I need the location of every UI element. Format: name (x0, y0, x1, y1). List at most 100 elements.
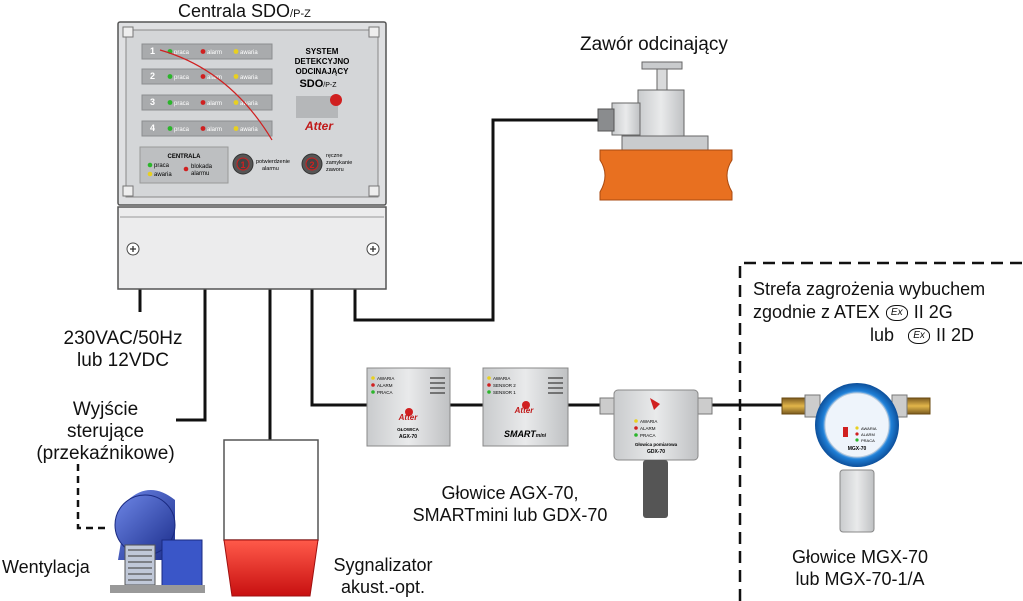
heads-mgx-line-2: lub MGX-70-1/A (795, 569, 925, 589)
panel-centrala-alarmu: alarmu (191, 171, 209, 177)
panel-centrala-blokada: blokada (191, 164, 213, 170)
panel-button-2-num: 2 (309, 160, 314, 170)
mgx-model: MGX-70 (848, 446, 867, 452)
power-line-1: 230VAC/50Hz (63, 328, 183, 349)
heads-small-label: Głowice AGX-70, SMARTmini lub GDX-70 (380, 482, 640, 526)
smart-led-label-3: SENSOR 1 (493, 390, 516, 395)
channel-led (167, 100, 173, 105)
ventilation-fan (110, 490, 205, 593)
shutoff-valve (597, 61, 733, 201)
gdx-70-head (599, 389, 713, 518)
panel-button-2-line-2: zamykanie (326, 160, 352, 166)
signalizer-line-2: akust.-opt. (340, 577, 426, 597)
channel-led (200, 126, 206, 131)
smart-led-label-2: SENSOR 2 (493, 383, 516, 388)
channel-label-praca: praca (174, 127, 190, 133)
gdx-led-label-3: PRACA (640, 433, 656, 438)
ex-icon-2: Ex (908, 328, 931, 345)
channel-label-awaria: awaria (240, 101, 258, 107)
agx-model-2: AGX-70 (399, 434, 417, 440)
channel-label-praca: praca (174, 75, 190, 81)
gdx-model-2: GDX-70 (647, 449, 665, 455)
channel-led (233, 126, 239, 131)
panel-title-sub: /P-Z (290, 8, 311, 20)
panel-button-1-num: 1 (240, 160, 245, 170)
wire-ventilation-dashed (76, 464, 110, 530)
channel-label-awaria: awaria (240, 75, 258, 81)
channel-number: 4 (150, 123, 155, 133)
channel-number: 2 (150, 71, 155, 81)
zone-or: lub (870, 325, 895, 345)
channel-number: 3 (150, 97, 155, 107)
channel-led (167, 74, 173, 79)
signalizer-label: Sygnalizator akust.-opt. (318, 554, 448, 598)
agx-model-1: GŁOWICA (397, 427, 419, 432)
channel-label-awaria: awaria (240, 50, 258, 56)
panel-centrala-praca: praca (154, 163, 170, 169)
panel-button-2-line-3: zaworu (326, 167, 344, 173)
valve-label: Zawór odcinający (580, 34, 728, 55)
panel-sdo-sub: /P-Z (323, 82, 337, 89)
heads-mgx-line-1: Głowice MGX-70 (791, 547, 929, 567)
output-line-2: sterujące (66, 421, 145, 442)
zone-line-1: Strefa zagrożenia wybuchem (753, 279, 986, 299)
panel-sdo: SDO (299, 78, 323, 90)
power-line-2: lub 12VDC (77, 350, 169, 371)
panel-title-main: Centrala SDO (178, 1, 291, 21)
panel-title: Centrala SDO/P-Z (178, 0, 311, 25)
channel-label-alarm: alarm (207, 127, 222, 133)
channel-label-alarm: alarm (207, 75, 222, 81)
channel-led (200, 74, 206, 79)
heads-small-line-1: Głowice AGX-70, (441, 483, 579, 503)
channel-label-alarm: alarm (207, 101, 222, 107)
wire-valve (353, 118, 598, 322)
agx-70-head (366, 367, 451, 447)
channel-led (233, 74, 239, 79)
channel-number: 1 (150, 46, 155, 56)
panel-button-1-line-1: potwierdzenie (256, 159, 290, 165)
panel-button-2-line-1: ręczne (326, 153, 343, 159)
mgx-70-head (781, 383, 931, 533)
panel-system-line-3: ODCINAJĄCY (296, 67, 350, 76)
channel-led (233, 49, 239, 54)
panel-system-line-2: DETEKCYJNO (295, 57, 350, 66)
mgx-led-label-2: ALARM (861, 432, 875, 437)
agx-brand: Atter (398, 413, 419, 422)
wire-sensors (310, 288, 782, 407)
channel-led (167, 126, 173, 131)
wire-output (176, 288, 207, 422)
channel-led (200, 100, 206, 105)
gdx-led-label-2: ALARM (640, 426, 656, 431)
panel-centrala-title: CENTRALA (168, 154, 202, 160)
zone-line-2-category: II 2G (913, 302, 953, 322)
smart-model-sub: mini (536, 433, 547, 439)
panel-centrala-awaria: awaria (154, 172, 172, 178)
svg-text:SDO/P-Z: SDO/P-Z (299, 78, 337, 90)
channel-strip (141, 68, 273, 85)
gdx-led-label-1: AWARIA (640, 419, 657, 424)
heads-small-line-2: SMARTmini lub GDX-70 (412, 505, 608, 525)
panel-button-1-line-2: alarmu (262, 166, 279, 172)
channel-label-awaria: awaria (240, 127, 258, 133)
channel-label-alarm: alarm (207, 50, 222, 56)
power-label: 230VAC/50Hz lub 12VDC (48, 328, 198, 372)
mgx-led-label-1: AWARIA (861, 426, 877, 431)
svg-text:SMARTmini: SMARTmini (504, 429, 547, 439)
smart-brand: Atter (514, 406, 535, 415)
gdx-model-1: Głowica pomiarowa (635, 442, 678, 447)
output-line-3: (przekaźnikowe) (36, 443, 175, 464)
channel-strip (141, 120, 273, 137)
heads-mgx-label: Głowice MGX-70 lub MGX-70-1/A (770, 546, 950, 590)
control-panel: 1 praca alarm awaria 2 praca alarm awaria 3 praca… (117, 21, 387, 290)
smart-led-label-1: AWARIA (493, 376, 510, 381)
output-label: Wyjście sterujące (przekaźnikowe) (28, 399, 183, 465)
panel-brand: Atter (304, 119, 334, 133)
channel-led (233, 100, 239, 105)
siren (223, 439, 319, 597)
channel-led (200, 49, 206, 54)
panel-system-line-1: SYSTEM (306, 47, 339, 56)
channel-label-praca: praca (174, 101, 190, 107)
ventilation-label: Wentylacja (2, 557, 90, 577)
smartmini-head (482, 367, 569, 447)
